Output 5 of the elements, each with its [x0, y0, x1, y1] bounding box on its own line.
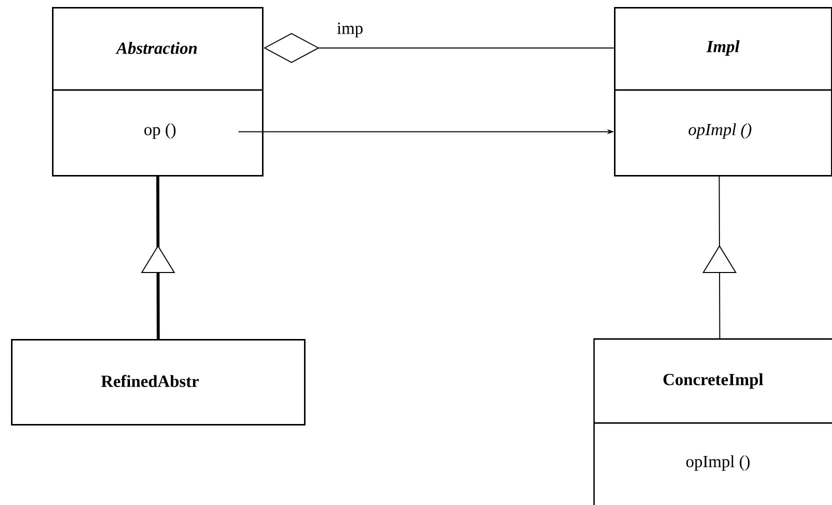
class-box: ConcreteImpl opImpl () [593, 338, 832, 505]
class-box: RefinedAbstr [11, 339, 306, 426]
edge-label: imp [337, 22, 363, 38]
class-box: Abstraction op () [52, 7, 264, 176]
class-box: Impl opImpl () [614, 7, 832, 176]
